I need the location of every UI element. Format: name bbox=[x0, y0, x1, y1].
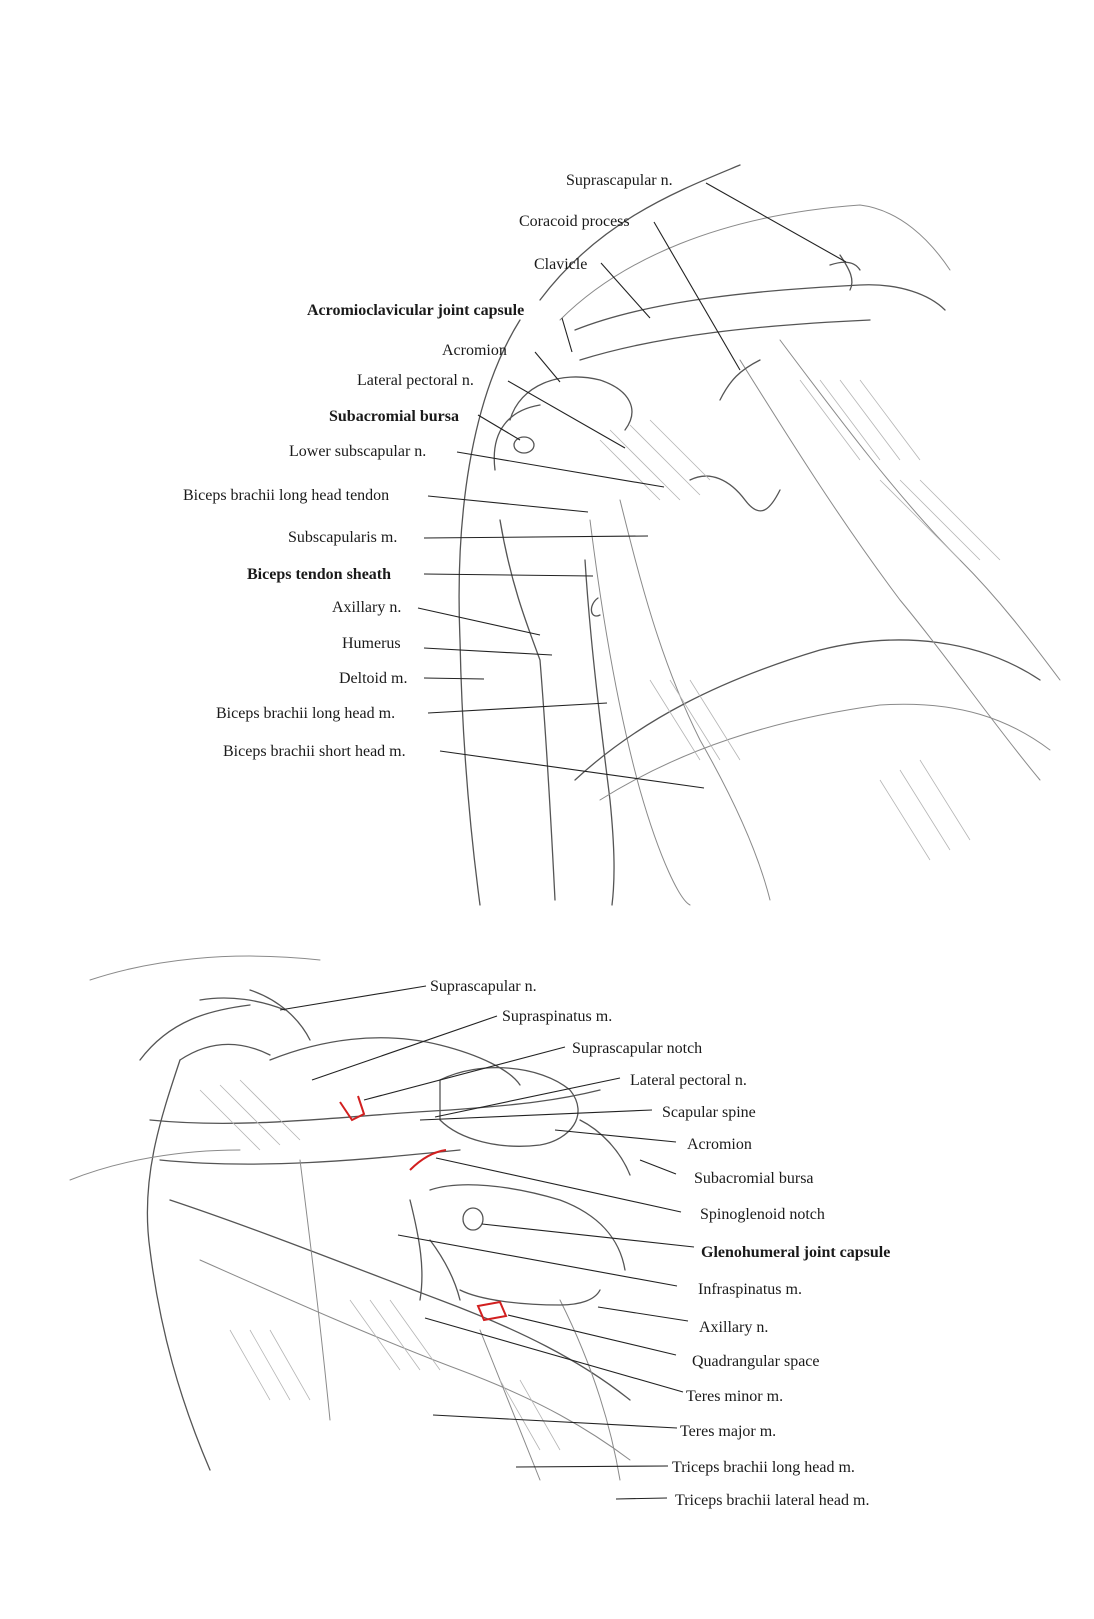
bottom-label-quadrangular-space: Quadrangular space bbox=[692, 1353, 820, 1370]
bottom-label-teres-major-m: Teres major m. bbox=[680, 1423, 776, 1440]
top-label-subacromial-bursa: Subacromial bursa bbox=[329, 408, 459, 425]
bottom-label-axillary-n: Axillary n. bbox=[699, 1319, 768, 1336]
bottom-label-suprascapular-notch: Suprascapular notch bbox=[572, 1040, 702, 1057]
top-label-biceps-brachii-short-head-m: Biceps brachii short head m. bbox=[223, 743, 406, 760]
bottom-shoulder-illustration bbox=[69, 955, 631, 1481]
top-label-biceps-tendon-sheath: Biceps tendon sheath bbox=[247, 566, 391, 583]
bottom-label-triceps-brachii-long-head-m: Triceps brachii long head m. bbox=[672, 1459, 855, 1476]
top-label-lateral-pectoral-n: Lateral pectoral n. bbox=[357, 372, 474, 389]
bottom-label-infraspinatus-m: Infraspinatus m. bbox=[698, 1281, 802, 1298]
bottom-label-scapular-spine: Scapular spine bbox=[662, 1104, 756, 1121]
top-label-acromioclavicular-joint-capsule: Acromioclavicular joint capsule bbox=[307, 302, 524, 319]
top-shoulder-illustration bbox=[458, 164, 1061, 906]
top-label-clavicle: Clavicle bbox=[534, 256, 587, 273]
bottom-label-subacromial-bursa: Subacromial bursa bbox=[694, 1170, 814, 1187]
bottom-leader-lines bbox=[279, 985, 695, 1500]
quadrangular-space-marker bbox=[476, 1300, 508, 1322]
bottom-label-supraspinatus-m: Supraspinatus m. bbox=[502, 1008, 612, 1025]
top-label-deltoid-m: Deltoid m. bbox=[339, 670, 407, 687]
bottom-label-triceps-brachii-lateral-head-m: Triceps brachii lateral head m. bbox=[675, 1492, 869, 1509]
top-leader-lines bbox=[417, 182, 847, 789]
bottom-label-spinoglenoid-notch: Spinoglenoid notch bbox=[700, 1206, 825, 1223]
top-label-acromion: Acromion bbox=[442, 342, 507, 359]
bottom-label-acromion: Acromion bbox=[687, 1136, 752, 1153]
bottom-label-glenohumeral-joint-capsule: Glenohumeral joint capsule bbox=[701, 1244, 890, 1261]
bottom-label-suprascapular-n: Suprascapular n. bbox=[430, 978, 537, 995]
top-label-biceps-brachii-long-head-m: Biceps brachii long head m. bbox=[216, 705, 395, 722]
spinoglenoid-notch-marker bbox=[409, 1149, 447, 1171]
top-label-coracoid-process: Coracoid process bbox=[519, 213, 630, 230]
bottom-labels: Suprascapular n. Supraspinatus m. Supras… bbox=[430, 978, 890, 1509]
top-label-biceps-brachii-long-head-tendon: Biceps brachii long head tendon bbox=[183, 487, 389, 504]
top-label-humerus: Humerus bbox=[342, 635, 401, 652]
top-labels: Suprascapular n. Coracoid process Clavic… bbox=[183, 172, 673, 760]
top-label-axillary-n: Axillary n. bbox=[332, 599, 401, 616]
top-label-lower-subscapular-n: Lower subscapular n. bbox=[289, 443, 426, 460]
bottom-label-lateral-pectoral-n: Lateral pectoral n. bbox=[630, 1072, 747, 1089]
suprascapular-notch-marker bbox=[339, 1095, 366, 1122]
top-label-suprascapular-n: Suprascapular n. bbox=[566, 172, 673, 189]
top-label-subscapularis-m: Subscapularis m. bbox=[288, 529, 397, 546]
bottom-label-teres-minor-m: Teres minor m. bbox=[686, 1388, 783, 1405]
